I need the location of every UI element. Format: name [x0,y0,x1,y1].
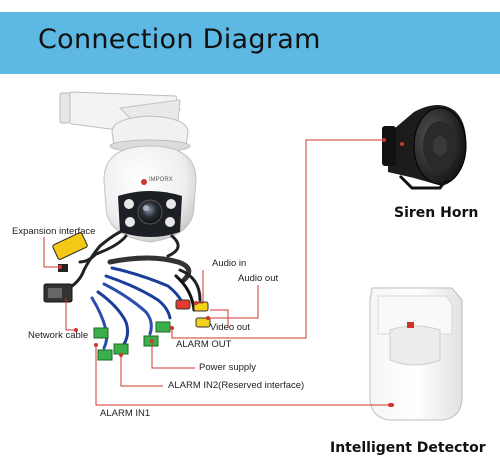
label-alarm-out: ALARM OUT [176,339,232,350]
header-banner: Connection Diagram [0,12,500,74]
cable-bundle [64,230,202,350]
page-title: Connection Diagram [38,24,321,55]
label-alarm-in2: ALARM IN2(Reserved interface) [168,380,305,391]
label-expansion-interface: Expansion interface [12,226,96,237]
ptz-camera [59,91,197,243]
rj45-connector [43,283,73,303]
brand-logo-icon [141,179,147,185]
intelligent-detector [369,287,463,421]
label-network-cable: Network cable [28,330,89,341]
expansion-connector [52,232,88,272]
camera-brand: IMPORX [149,177,173,183]
siren-horn [382,105,467,190]
label-video-out: Video out [210,322,250,333]
label-power-supply: Power supply [199,362,257,373]
connector-dots [58,138,392,407]
label-alarm-in1: ALARM IN1 [100,408,151,419]
label-siren-horn: Siren Horn [394,205,479,221]
connector-lines [43,139,390,406]
label-audio-in: Audio in [212,258,247,269]
label-audio-out: Audio out [238,273,279,284]
label-intelligent-detector: Intelligent Detector [330,440,486,456]
